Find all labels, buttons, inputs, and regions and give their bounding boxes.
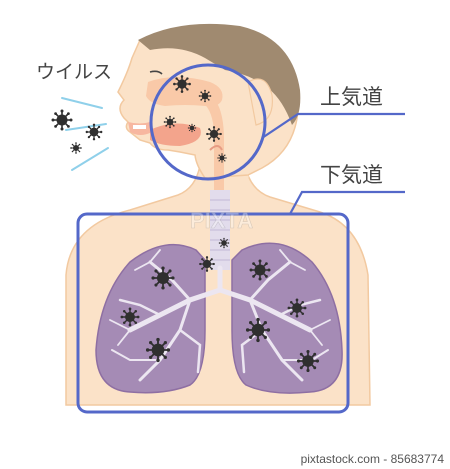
head bbox=[117, 23, 301, 200]
watermark-text: PIXTA bbox=[190, 208, 253, 233]
virus-icon bbox=[145, 337, 171, 363]
virus-icon bbox=[286, 297, 308, 319]
watermark: PIXTA bbox=[190, 208, 254, 234]
bronchial-tree bbox=[109, 249, 331, 382]
upper-airway-label: 上気道 bbox=[320, 85, 383, 109]
teeth bbox=[133, 125, 146, 129]
virus-icon bbox=[205, 125, 223, 143]
virus-label: ウイルス bbox=[36, 61, 112, 83]
virus-icon bbox=[198, 255, 216, 273]
virus-icon bbox=[150, 265, 176, 291]
virus-icon bbox=[218, 237, 230, 249]
virus-icon bbox=[187, 123, 197, 133]
footer-bar bbox=[0, 446, 450, 469]
tongue bbox=[150, 123, 201, 146]
breath-lines bbox=[61, 97, 109, 171]
virus-icon bbox=[216, 152, 228, 164]
footer-credit: pixtastock.com - 85683774 bbox=[301, 452, 445, 466]
pharynx bbox=[200, 95, 224, 190]
upper-airway-highlight bbox=[149, 63, 405, 181]
virus-icon bbox=[69, 141, 83, 155]
virus-icon bbox=[245, 317, 271, 343]
virus-icon bbox=[198, 89, 212, 103]
virus-icon bbox=[50, 108, 74, 132]
virus-icon bbox=[248, 258, 272, 282]
lower-airway-highlight bbox=[76, 190, 405, 414]
hair bbox=[138, 23, 301, 125]
virus-icon bbox=[84, 122, 104, 142]
lower-airway-label: 下気道 bbox=[320, 163, 383, 187]
eye bbox=[149, 70, 163, 75]
virus-icon bbox=[172, 74, 192, 94]
virus-icon bbox=[119, 306, 141, 328]
virus-icon bbox=[296, 349, 320, 373]
virus-icon bbox=[163, 115, 177, 129]
trachea bbox=[210, 190, 230, 270]
